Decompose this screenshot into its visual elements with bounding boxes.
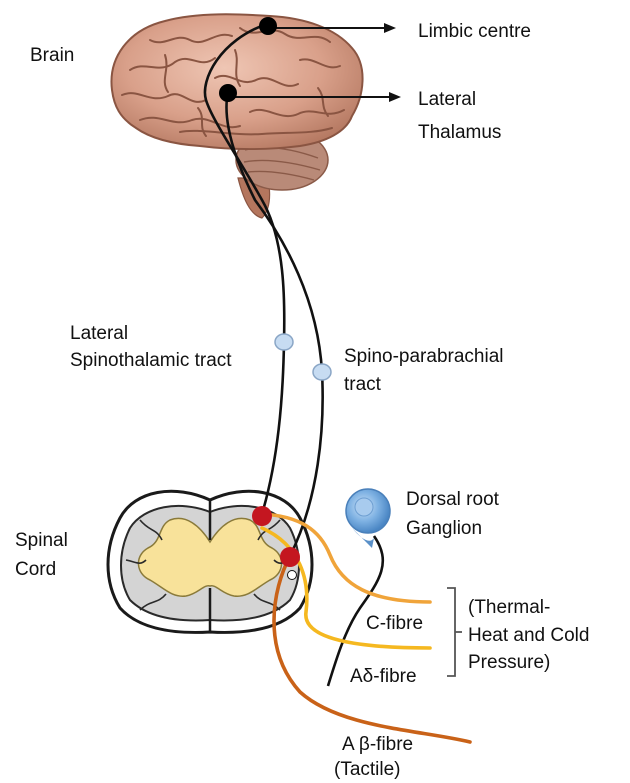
label-lateral-spinothalamic-2: Spinothalamic tract xyxy=(70,349,232,373)
lateral-thalamus-dot xyxy=(219,84,237,102)
label-limbic-centre: Limbic centre xyxy=(418,20,531,44)
brain-illustration xyxy=(111,14,362,218)
dorsal-root-ganglion xyxy=(346,489,390,548)
synapse-lower xyxy=(280,547,300,567)
label-c-fibre: C-fibre xyxy=(366,612,423,636)
label-spinal-2: Cord xyxy=(15,558,56,582)
lateral-spinothalamic-node xyxy=(275,334,293,350)
label-brain: Brain xyxy=(30,44,74,68)
label-dorsal-root-1: Dorsal root xyxy=(406,488,499,512)
bracket xyxy=(447,588,462,676)
label-lateral: Lateral xyxy=(418,88,476,112)
label-spino-parabrachial-1: Spino-parabrachial xyxy=(344,345,504,369)
synapse-upper xyxy=(252,506,272,526)
label-a-delta-fibre: Aδ-fibre xyxy=(350,665,417,689)
label-a-beta-1: A β-fibre xyxy=(342,733,413,757)
label-lateral-spinothalamic-1: Lateral xyxy=(70,322,128,346)
label-dorsal-root-2: Ganglion xyxy=(406,517,482,541)
label-spino-parabrachial-2: tract xyxy=(344,373,381,397)
label-spinal-1: Spinal xyxy=(15,529,68,553)
spino-parabrachial-node xyxy=(313,364,331,380)
label-thermal-3: Pressure) xyxy=(468,651,550,675)
label-a-beta-2: (Tactile) xyxy=(334,758,401,782)
label-thermal-2: Heat and Cold xyxy=(468,624,589,648)
ganglion-stalk xyxy=(328,536,383,686)
label-thalamus: Thalamus xyxy=(418,121,501,145)
label-thermal-1: (Thermal- xyxy=(468,596,550,620)
limbic-centre-dot xyxy=(259,17,277,35)
